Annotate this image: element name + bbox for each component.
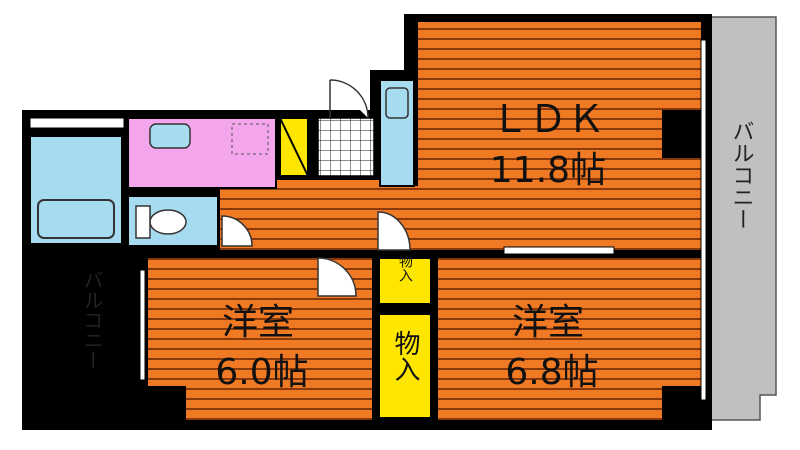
sliding-door — [503, 246, 615, 255]
room-left-size: 6.0帖 — [215, 352, 308, 393]
storage-small — [378, 257, 432, 305]
ldk-door — [377, 211, 411, 251]
toilet-icon — [149, 209, 187, 235]
entrance — [317, 117, 375, 177]
washer-space — [231, 123, 269, 155]
bathtub — [37, 199, 115, 239]
window-left — [139, 269, 146, 381]
window-right — [700, 39, 707, 401]
wash-basin — [149, 123, 191, 149]
storage-large — [378, 313, 432, 419]
entrance-door — [329, 79, 369, 119]
storage-small-label: 物入 — [397, 254, 413, 282]
ldk-floor — [418, 22, 701, 250]
balcony-left-label: バルコニー — [80, 270, 104, 370]
room-left-door — [317, 257, 357, 297]
washroom — [127, 117, 277, 189]
room-left-name: 洋室 — [222, 302, 294, 343]
balcony-right-label: バルコニー — [729, 120, 754, 230]
room-right-size: 6.8帖 — [505, 352, 598, 393]
room-right-column — [662, 386, 704, 426]
corridor-door — [221, 215, 253, 247]
room-left-column — [140, 386, 186, 426]
storage-large-label: 物入 — [390, 330, 420, 382]
room-right-floor — [438, 258, 701, 420]
ldk-column — [662, 110, 704, 158]
ldk-name: ＬＤＫ — [491, 97, 605, 141]
ldk-size: 11.8帖 — [490, 150, 606, 191]
room-right-name: 洋室 — [512, 302, 584, 343]
